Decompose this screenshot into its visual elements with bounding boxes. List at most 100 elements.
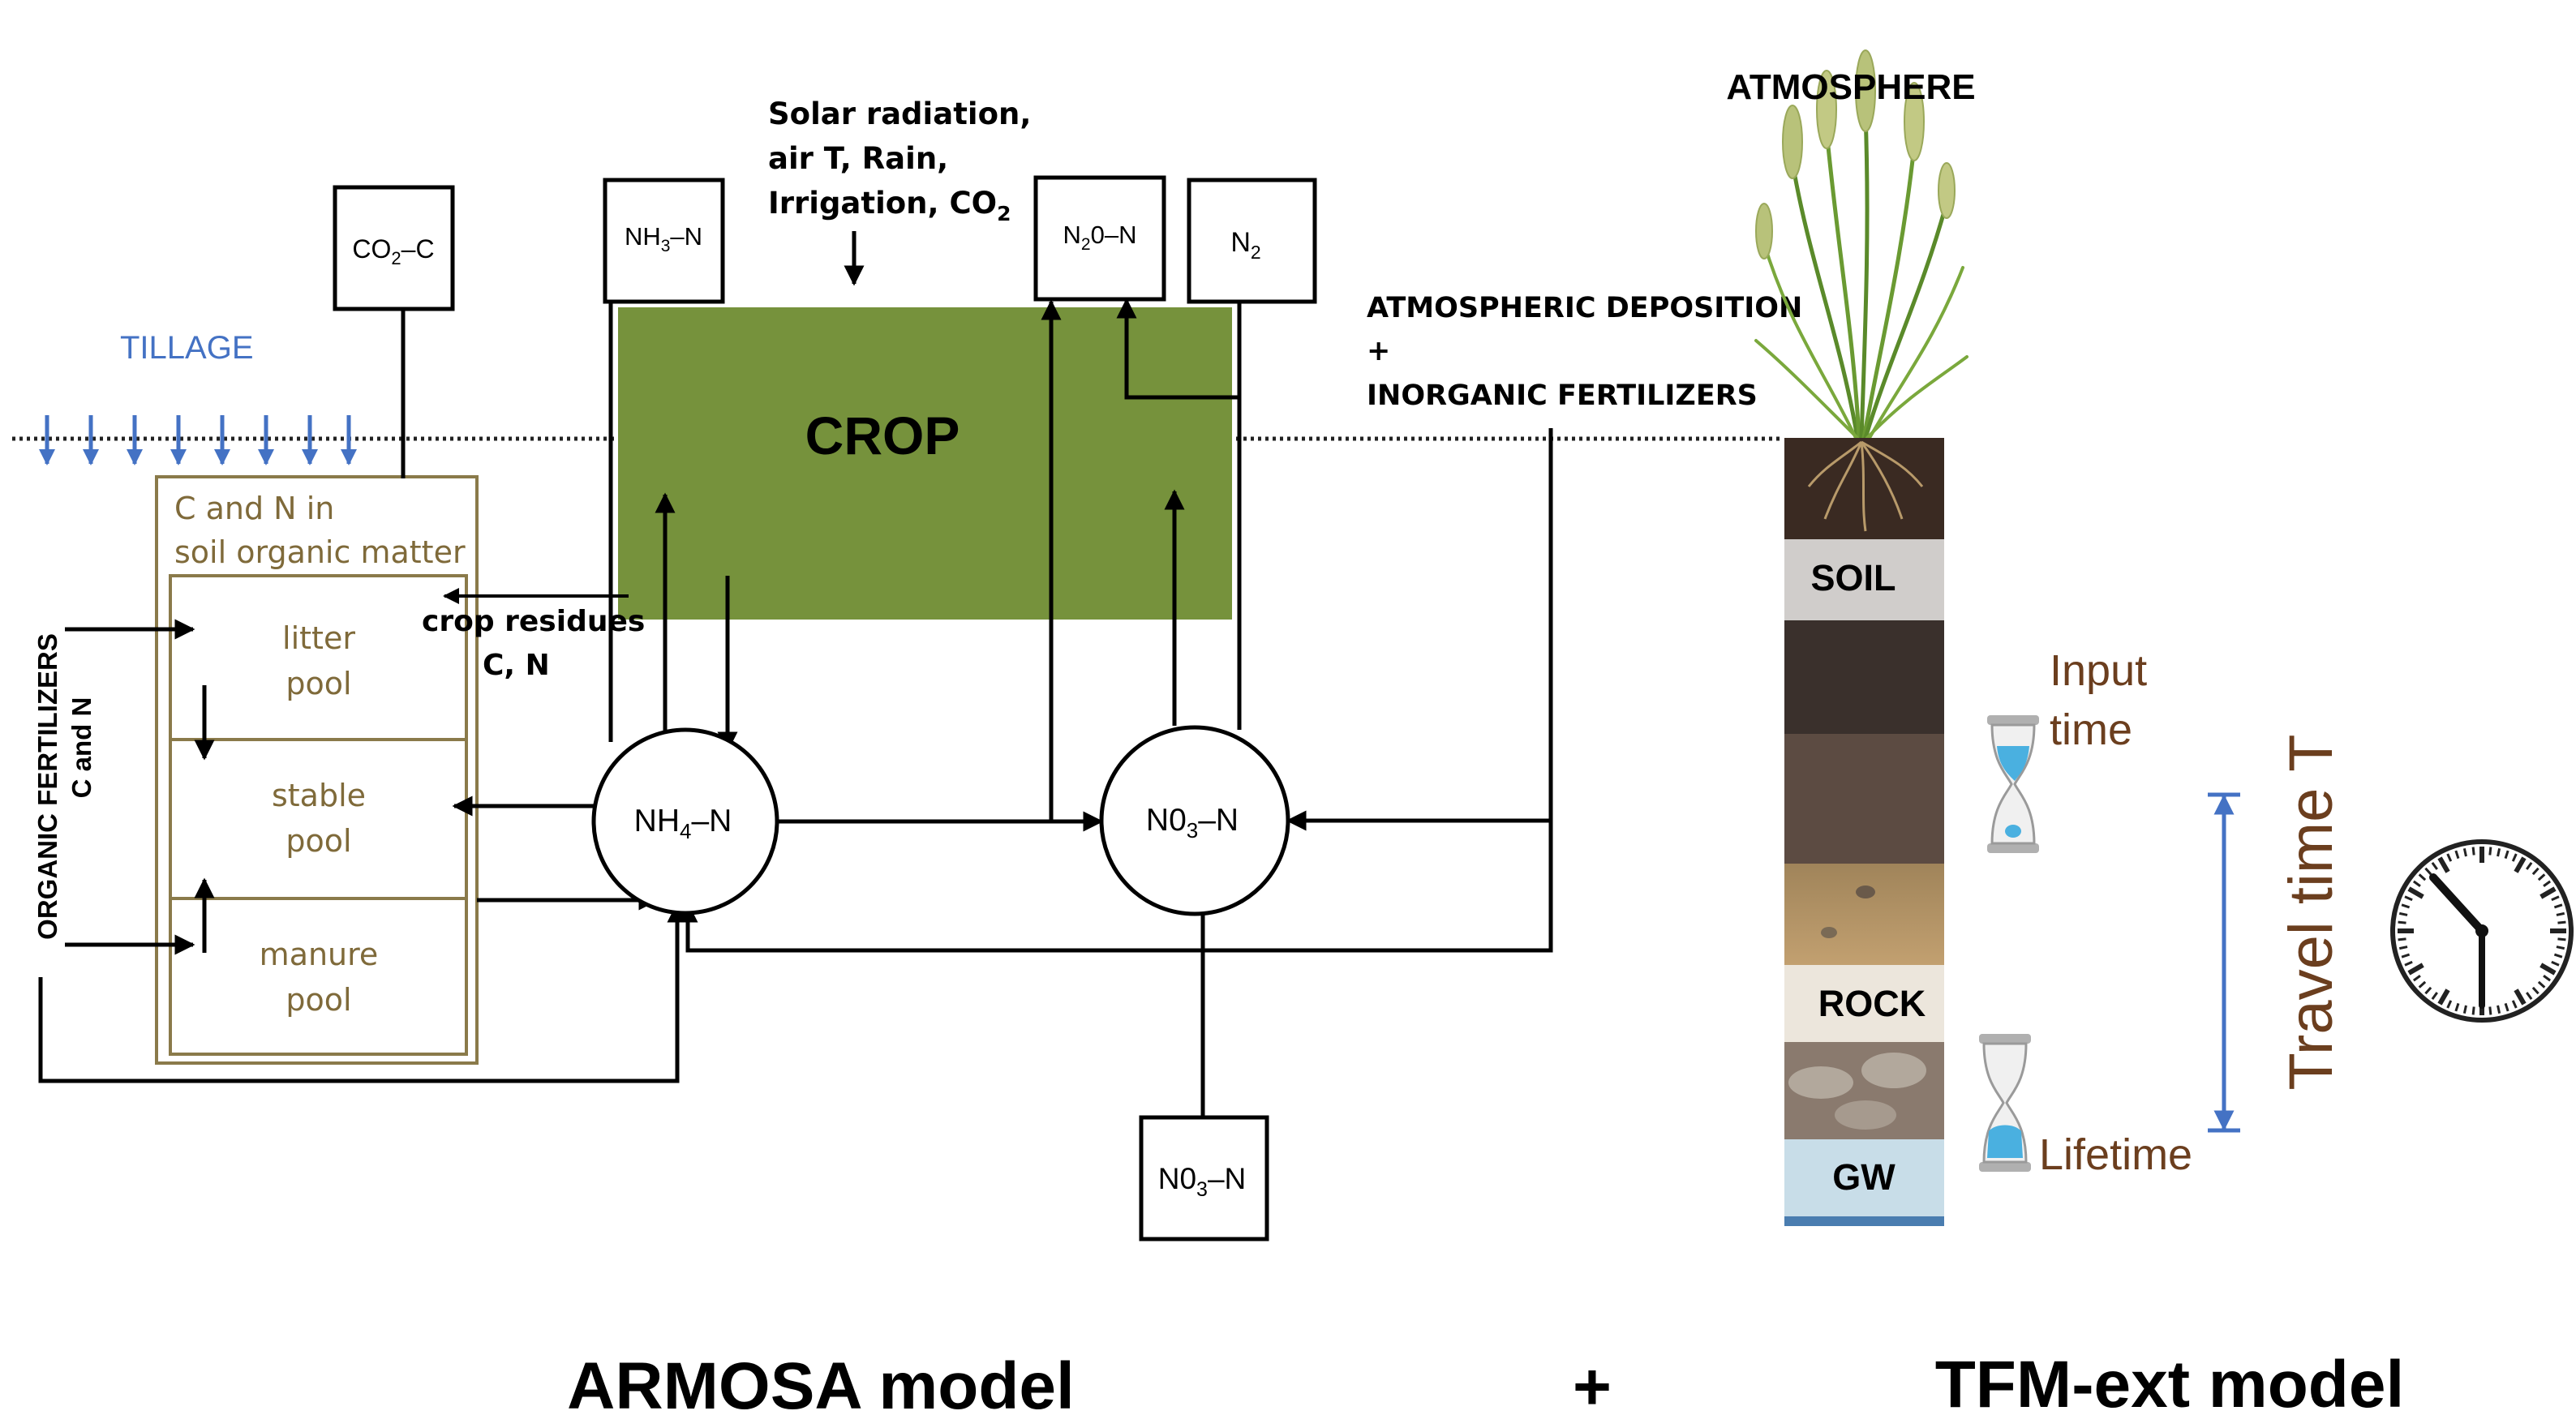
clock-tick [2437,988,2450,1006]
climate-label-3: Irrigation, CO2 [768,186,1011,225]
gw-label: GW [1832,1156,1896,1198]
clock-tick [2398,920,2406,924]
input-time-label-2: time [2050,705,2132,754]
clock-tick [2412,975,2421,982]
atmosphere-label: ATMOSPHERE [1726,67,1975,107]
hourglass-lifetime-icon [1979,1034,2031,1172]
clock-tick [2557,920,2566,924]
deposition-to-no3-line [1286,428,1553,831]
som-label-line2: soil organic matter [174,534,466,570]
clock-tick [2437,856,2450,873]
clock-tick [2531,867,2540,876]
clock-tick [2543,975,2552,982]
clock-tick [2531,986,2540,995]
clock-tick [2551,960,2560,967]
plus-sign: + [1573,1350,1612,1424]
clock-tick [2431,992,2438,1001]
clock-tick [2471,847,2475,856]
soil-band [1784,539,1944,620]
wheat-plant-image [1754,49,1968,440]
clock-tick [2446,853,2453,862]
manure-pool-label-2: pool [286,982,351,1018]
clock-tick [2553,903,2563,909]
clock-tick [2401,903,2411,909]
clock-tick [2551,895,2560,902]
organic-fertilizers-label: ORGANIC FERTILIZERS [32,633,62,940]
crop-residues-label-2: C, N [483,649,550,682]
clock-tick [2398,911,2408,916]
clock-tick [2418,980,2427,988]
clock-tick [2557,937,2566,941]
fert-to-nh4-line [38,902,688,1083]
n2o-box [1033,175,1166,302]
clock-icon [2390,839,2574,1023]
litter-pool-label-2: pool [286,666,351,701]
nh3-label: NH3–N [625,222,702,255]
no3-to-n2o-line [1116,298,1239,400]
clock-tick [2497,1005,2501,1014]
clock-tick [2488,1006,2492,1015]
co2-label: CO2–C [352,234,434,268]
atm-deposition-label: ATMOSPHERIC DEPOSITION [1367,292,1802,324]
clock-tick [2504,1002,2509,1012]
litter-pool-label: litter [282,620,355,656]
clock-tick [2556,911,2565,916]
tfm-model-title: TFM-ext model [1935,1348,2405,1422]
crop-box [618,307,1232,620]
lifetime-label: Lifetime [2039,1130,2192,1179]
gw-band [1784,1139,1944,1216]
armosa-model-title: ARMOSA model [567,1349,1075,1423]
clock-tick [2511,1000,2518,1009]
clock-tick [2404,895,2413,902]
tillage-label: TILLAGE [120,330,254,366]
n2-box [1187,178,1317,304]
clock-tick [2398,946,2408,950]
climate-label-1: Solar radiation, [768,96,1031,131]
clock-tick [2401,953,2411,958]
nh3-box [603,178,725,304]
clock-tick [2514,988,2527,1006]
deposition-to-nh4-line [677,821,1553,953]
manure-pool-label: manure [260,937,379,972]
no3-label: N03–N [1146,803,1239,843]
roots-image [1807,440,1924,532]
stable-pool-label-2: pool [286,823,351,859]
som-label-line1: C and N in [174,491,334,526]
clock-tick [2526,861,2533,870]
clock-tick [2540,886,2557,899]
clock-tick [2511,853,2518,862]
clock-tick [2454,1002,2460,1012]
clock-tick [2537,980,2546,988]
no3-node [1099,725,1290,916]
n2-label: N2 [1230,227,1260,263]
clock-tick [2553,953,2563,958]
clock-tick [2497,847,2501,857]
clock-tick [2537,873,2546,881]
clock-tick [2418,873,2427,881]
clock-tick [2462,847,2467,857]
clock-tick [2514,856,2527,873]
clock-tick [2407,886,2424,899]
rock-label: ROCK [1818,983,1926,1024]
organic-fertilizers-label-2: C and N [67,697,97,799]
clock-tick [2404,960,2413,967]
tillage-arrows [39,415,357,465]
clock-tick [2398,937,2406,941]
clock-tick [2446,1000,2453,1009]
stable-pool-label: stable [272,778,366,813]
clock-tick [2543,880,2552,887]
clock-tick [2488,847,2492,856]
atm-deposition-plus: + [1367,335,1390,367]
co2-box [333,185,455,311]
input-time-label: Input [2050,646,2147,695]
soil-label: SOIL [1810,557,1896,598]
clock-tick [2424,867,2432,876]
inorganic-fertilizers-label: INORGANIC FERTILIZERS [1367,380,1758,412]
soil-column [1784,438,1944,1226]
soil-organic-matter-box [155,475,479,1065]
climate-label-2: air T, Rain, [768,141,948,176]
rock-band [1784,965,1944,1042]
hourglass-input-icon [1987,715,2039,853]
no3-leached-label: N03–N [1158,1162,1247,1201]
clock-tick [2412,880,2421,887]
